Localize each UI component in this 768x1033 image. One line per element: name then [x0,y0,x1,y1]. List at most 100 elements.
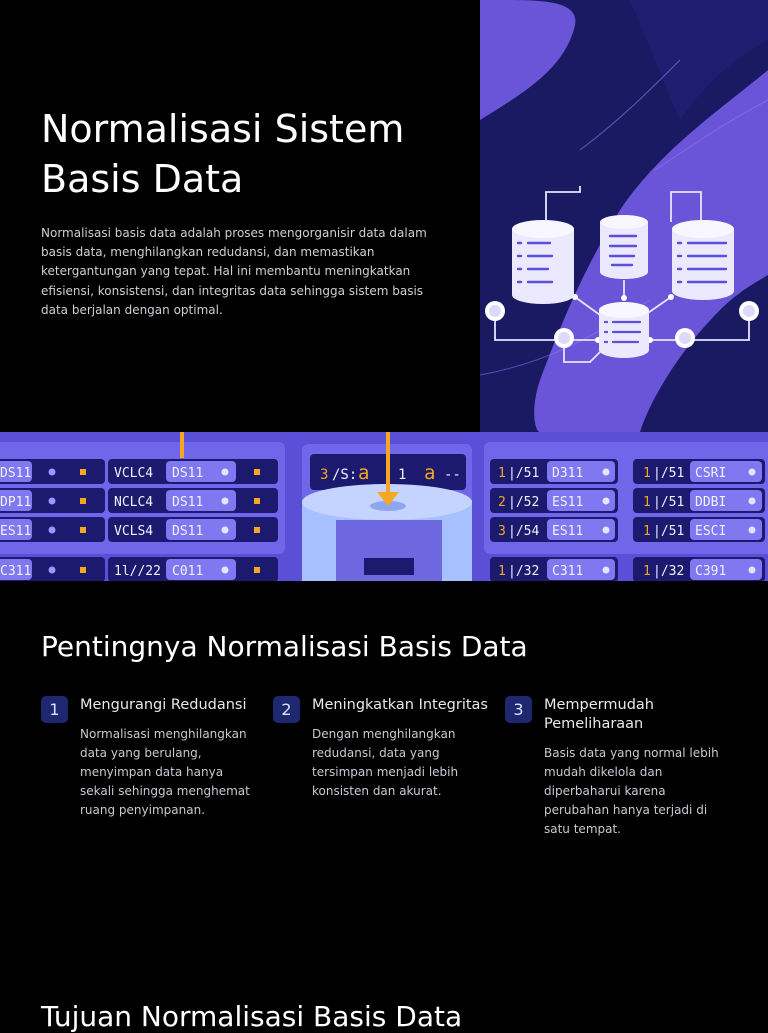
right-chip [690,461,762,482]
card-description: Basis data yang normal lebih mudah dikel… [544,746,719,836]
right-label: |/54 [508,524,539,539]
mid-dot [221,468,229,476]
mid-chip [166,519,236,540]
left-chip [0,559,32,580]
right-dot [748,566,756,574]
accent-pipe-left [180,432,184,458]
accent-pipe-center [386,432,390,494]
right-chip [690,559,762,580]
mid-chip [166,559,236,580]
right-label: |/52 [508,495,539,510]
right-index: 1 [498,466,506,481]
center-code: 1 [398,467,406,483]
right-index: 1 [643,495,651,510]
center-code: 3 [320,467,328,483]
hero-title: Normalisasi Sistem Basis Data [41,107,405,201]
accent-square [80,469,86,475]
mid-label: 1l//22 [114,564,161,579]
left-dot [48,497,56,505]
right-dot [748,497,756,505]
right-index: 2 [498,495,506,510]
right-dot [748,526,756,534]
right-dot [748,468,756,476]
hero-section: Normalisasi Sistem Basis Data Normalisas… [0,0,768,432]
right-chip [690,519,762,540]
accent-square [254,469,260,475]
number-badge: 1 [41,696,68,723]
center-code: a [424,462,435,484]
right-code: CSRI [695,466,726,481]
card-title: Mempermudah Pemeliharaan [544,697,654,732]
right-label: |/51 [508,466,539,481]
accent-square [254,527,260,533]
number-badge: 3 [505,696,532,723]
mid-dot [221,566,229,574]
center-code: a [358,462,369,484]
left-chip [0,519,32,540]
mid-chip [166,461,236,482]
mid-code: DS11 [172,495,203,510]
card-title: Meningkatkan Integritas [312,697,488,713]
right-code: C311 [552,564,583,579]
right-code: ESCI [695,524,726,539]
mid-code: DS11 [172,466,203,481]
right-chip [547,519,615,540]
right-chip [547,461,615,482]
left-dot [48,566,56,574]
mid-label: NCLC4 [114,495,153,510]
down-arrow-icon [377,492,399,506]
right-label: |/51 [653,495,684,510]
mid-chip [166,490,236,511]
mid-code: C011 [172,564,203,579]
accent-square [254,567,260,573]
database-network-icon [479,0,768,432]
right-code: C391 [695,564,726,579]
card-description: Normalisasi menghilangkan data yang beru… [80,727,250,817]
right-chip [547,559,615,580]
right-index: 1 [643,524,651,539]
card-title: Mengurangi Redudansi [80,697,247,713]
mid-dot [221,526,229,534]
right-dot [602,468,610,476]
right-dot [602,526,610,534]
accent-square [80,498,86,504]
left-code: DS11 [0,466,31,481]
right-label: |/51 [653,466,684,481]
importance-section: Pentingnya Normalisasi Basis Data 1 Meng… [0,581,768,1024]
left-code: C311 [0,564,31,579]
left-chip [0,490,32,511]
mid-label: VCLC4 [114,466,153,481]
accent-square [254,498,260,504]
accent-square [80,527,86,533]
center-slot [364,558,414,575]
next-section-title: Tujuan Normalisasi Basis Data [41,1000,463,1033]
mid-dot [221,497,229,505]
right-code: ES11 [552,495,583,510]
right-index: 1 [643,564,651,579]
center-code: -- [444,467,461,483]
mid-code: DS11 [172,524,203,539]
left-chip [0,461,32,482]
right-index: 3 [498,524,506,539]
right-code: ES11 [552,524,583,539]
right-label: |/51 [653,524,684,539]
right-label: |/32 [653,564,684,579]
left-code: DP11 [0,495,31,510]
center-code: /S: [332,467,357,483]
right-code: DDBI [695,495,726,510]
accent-square [80,567,86,573]
hero-description: Normalisasi basis data adalah proses men… [41,226,427,317]
card-description: Dengan menghilangkan redudansi, data yan… [312,727,459,798]
right-dot [602,566,610,574]
number-badge: 2 [273,696,300,723]
mid-label: VCLS4 [114,524,153,539]
right-dot [602,497,610,505]
section-title: Pentingnya Normalisasi Basis Data [41,630,528,663]
right-chip [690,490,762,511]
left-dot [48,468,56,476]
left-dot [48,526,56,534]
left-code: ES11 [0,524,31,539]
right-code: D311 [552,466,583,481]
